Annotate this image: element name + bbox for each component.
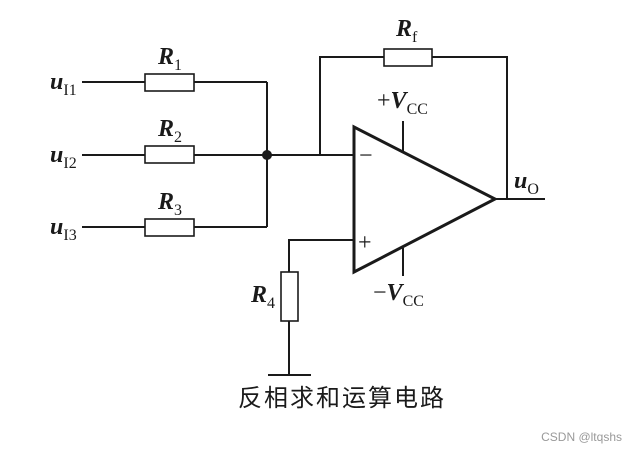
diagram-caption: 反相求和运算电路: [238, 384, 446, 412]
wire-noninverting-input: [288, 239, 354, 272]
label-output: uO: [514, 168, 539, 198]
resistor-r3: [144, 218, 195, 237]
wire-feedback-left: [319, 56, 384, 155]
watermark: CSDN @ltqshs: [541, 430, 622, 444]
label-ui2: uI2: [50, 142, 77, 172]
resistor-r4: [280, 271, 299, 322]
inverting-input-sign: −: [359, 143, 373, 169]
label-ui1: uI1: [50, 69, 77, 99]
label-rf: Rf: [395, 16, 418, 46]
resistor-r2: [144, 145, 195, 164]
label-vcc-plus: +VCC: [377, 88, 428, 118]
label-ui3: uI3: [50, 214, 77, 244]
resistor-r1: [144, 73, 195, 92]
noninverting-input-sign: +: [358, 230, 372, 256]
opamp-triangle: [352, 124, 499, 275]
junction-node: [262, 150, 272, 160]
wire-feedback-right: [432, 56, 508, 199]
label-vcc-minus: −VCC: [373, 280, 424, 310]
label-r1: R1: [157, 44, 182, 74]
label-r3: R3: [157, 189, 182, 219]
label-r2: R2: [157, 116, 182, 146]
resistor-rf: [383, 48, 433, 67]
label-r4: R4: [250, 282, 275, 312]
